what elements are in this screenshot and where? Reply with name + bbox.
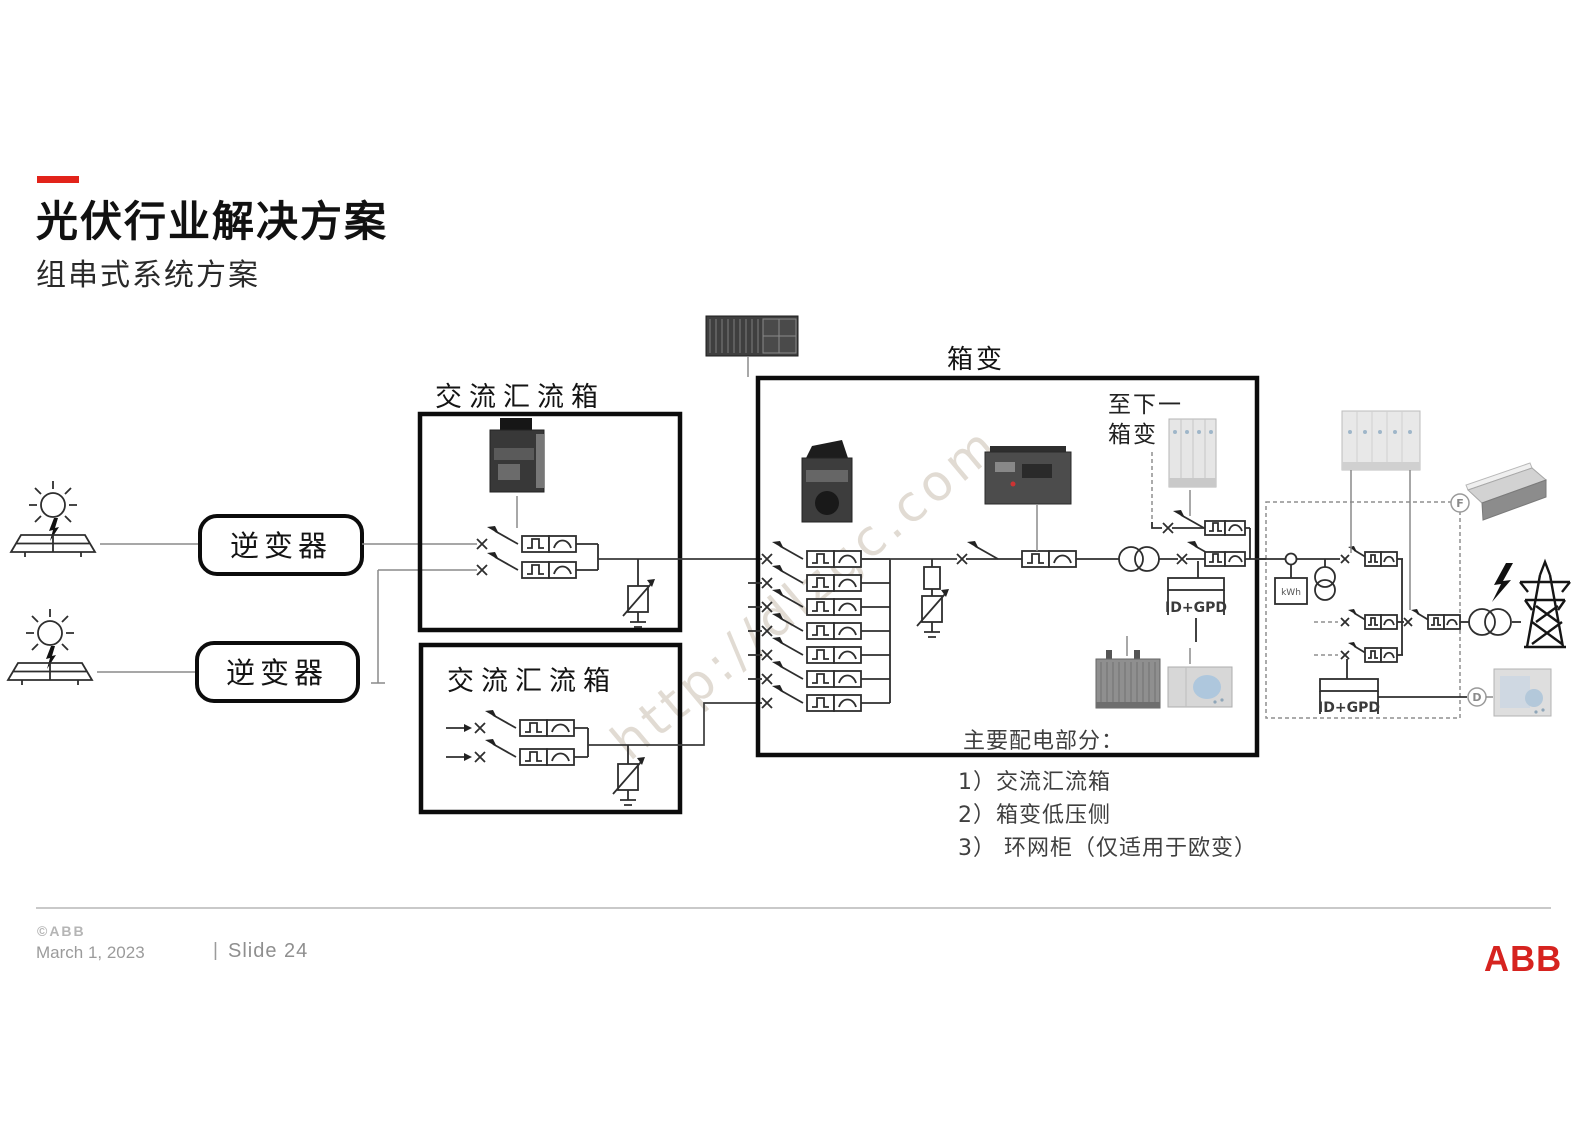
combiner1-feeders — [477, 526, 599, 578]
next-station-branch — [1151, 509, 1251, 559]
solar-array-icon-1 — [10, 480, 96, 558]
station-transformer-symbol — [1118, 546, 1178, 572]
marker-f-label: F — [1456, 497, 1464, 510]
notes-heading: 主要配电部分： — [963, 729, 1125, 754]
contactor-photo — [489, 418, 545, 493]
transformer-station-box — [755, 375, 1260, 758]
footer-date: March 1, 2023 — [36, 943, 145, 962]
marker-f-circle — [1450, 493, 1470, 513]
metering-group — [1257, 552, 1340, 605]
page-subtitle: 组串式系统方案 — [36, 258, 260, 293]
lightning-bolt-icon — [1492, 563, 1513, 602]
station-id-gpd — [1167, 561, 1225, 642]
rmu-id-gpd — [1319, 659, 1467, 714]
page-title: 光伏行业解决方案 — [36, 197, 389, 246]
note-item-3: 3） 环网柜（仅适用于欧变） — [958, 836, 1257, 861]
busway-photo — [1465, 462, 1547, 521]
marker-d-label: D — [1472, 691, 1481, 704]
station-feeder-rows — [748, 541, 891, 711]
grid-transformer-symbol — [1468, 608, 1521, 636]
to-next-station-label-2: 箱变 — [1108, 422, 1158, 448]
combiner2-title: 交流汇流箱 — [447, 666, 617, 697]
inverter-box-2: 逆变器 — [195, 641, 360, 703]
solar-array-icon-2 — [7, 608, 93, 686]
station-id-gpd-label: ID+GPD — [1165, 600, 1227, 616]
inverter-label-1: 逆变器 — [230, 529, 332, 563]
note-item-2: 2）箱变低压侧 — [958, 803, 1111, 828]
footer-divider — [36, 907, 1551, 909]
accent-bar — [37, 176, 79, 183]
oil-transformer-photo — [1095, 650, 1161, 709]
rmu-cabinet-photo — [1341, 410, 1421, 471]
grid-protection-photo — [1493, 668, 1552, 717]
mccb-photo — [801, 440, 853, 523]
combiner-box-2 — [418, 642, 683, 815]
slide-number: Slide 24 — [228, 940, 309, 962]
abb-logo: ABB — [1484, 938, 1563, 979]
station-main-breaker — [956, 540, 1119, 568]
rmu-dashed-box — [1265, 501, 1461, 719]
note-item-1: 1）交流汇流箱 — [958, 770, 1111, 795]
switchgear-photo — [1168, 418, 1217, 488]
inverter-label-2: 逆变器 — [226, 656, 328, 690]
combiner-box-1 — [417, 411, 683, 633]
to-next-station-label-1: 至下一 — [1108, 392, 1183, 418]
transformer-station-title: 箱变 — [947, 345, 1005, 375]
mv-outgoing-branch — [1176, 540, 1266, 567]
rmu-branches — [1314, 546, 1469, 662]
kwh-meter-label: kWh — [1281, 588, 1301, 598]
lv-panel-photo — [1167, 666, 1233, 708]
combiner2-feeders — [446, 710, 589, 765]
grid-tower-icon — [1519, 558, 1571, 649]
combiner1-title: 交流汇流箱 — [435, 382, 605, 413]
footer-separator: | — [213, 940, 218, 961]
combiner2-output-line — [588, 702, 762, 746]
station-spd — [916, 559, 950, 638]
inverter2-output-line — [371, 569, 477, 684]
rmu-id-gpd-label: ID+GPD — [1318, 700, 1380, 716]
combiner1-spd — [622, 559, 656, 628]
rmu-cabinet-leaders — [1350, 470, 1411, 610]
container-icon — [705, 315, 799, 357]
acb-photo — [984, 446, 1072, 505]
footer-small-logo: ©ABB — [37, 923, 86, 939]
inverter-box-1: 逆变器 — [198, 514, 364, 576]
system-diagram: 逆变器 逆变器 交流汇流箱 交流汇流箱 — [7, 315, 1571, 815]
combiner2-spd — [612, 745, 646, 806]
